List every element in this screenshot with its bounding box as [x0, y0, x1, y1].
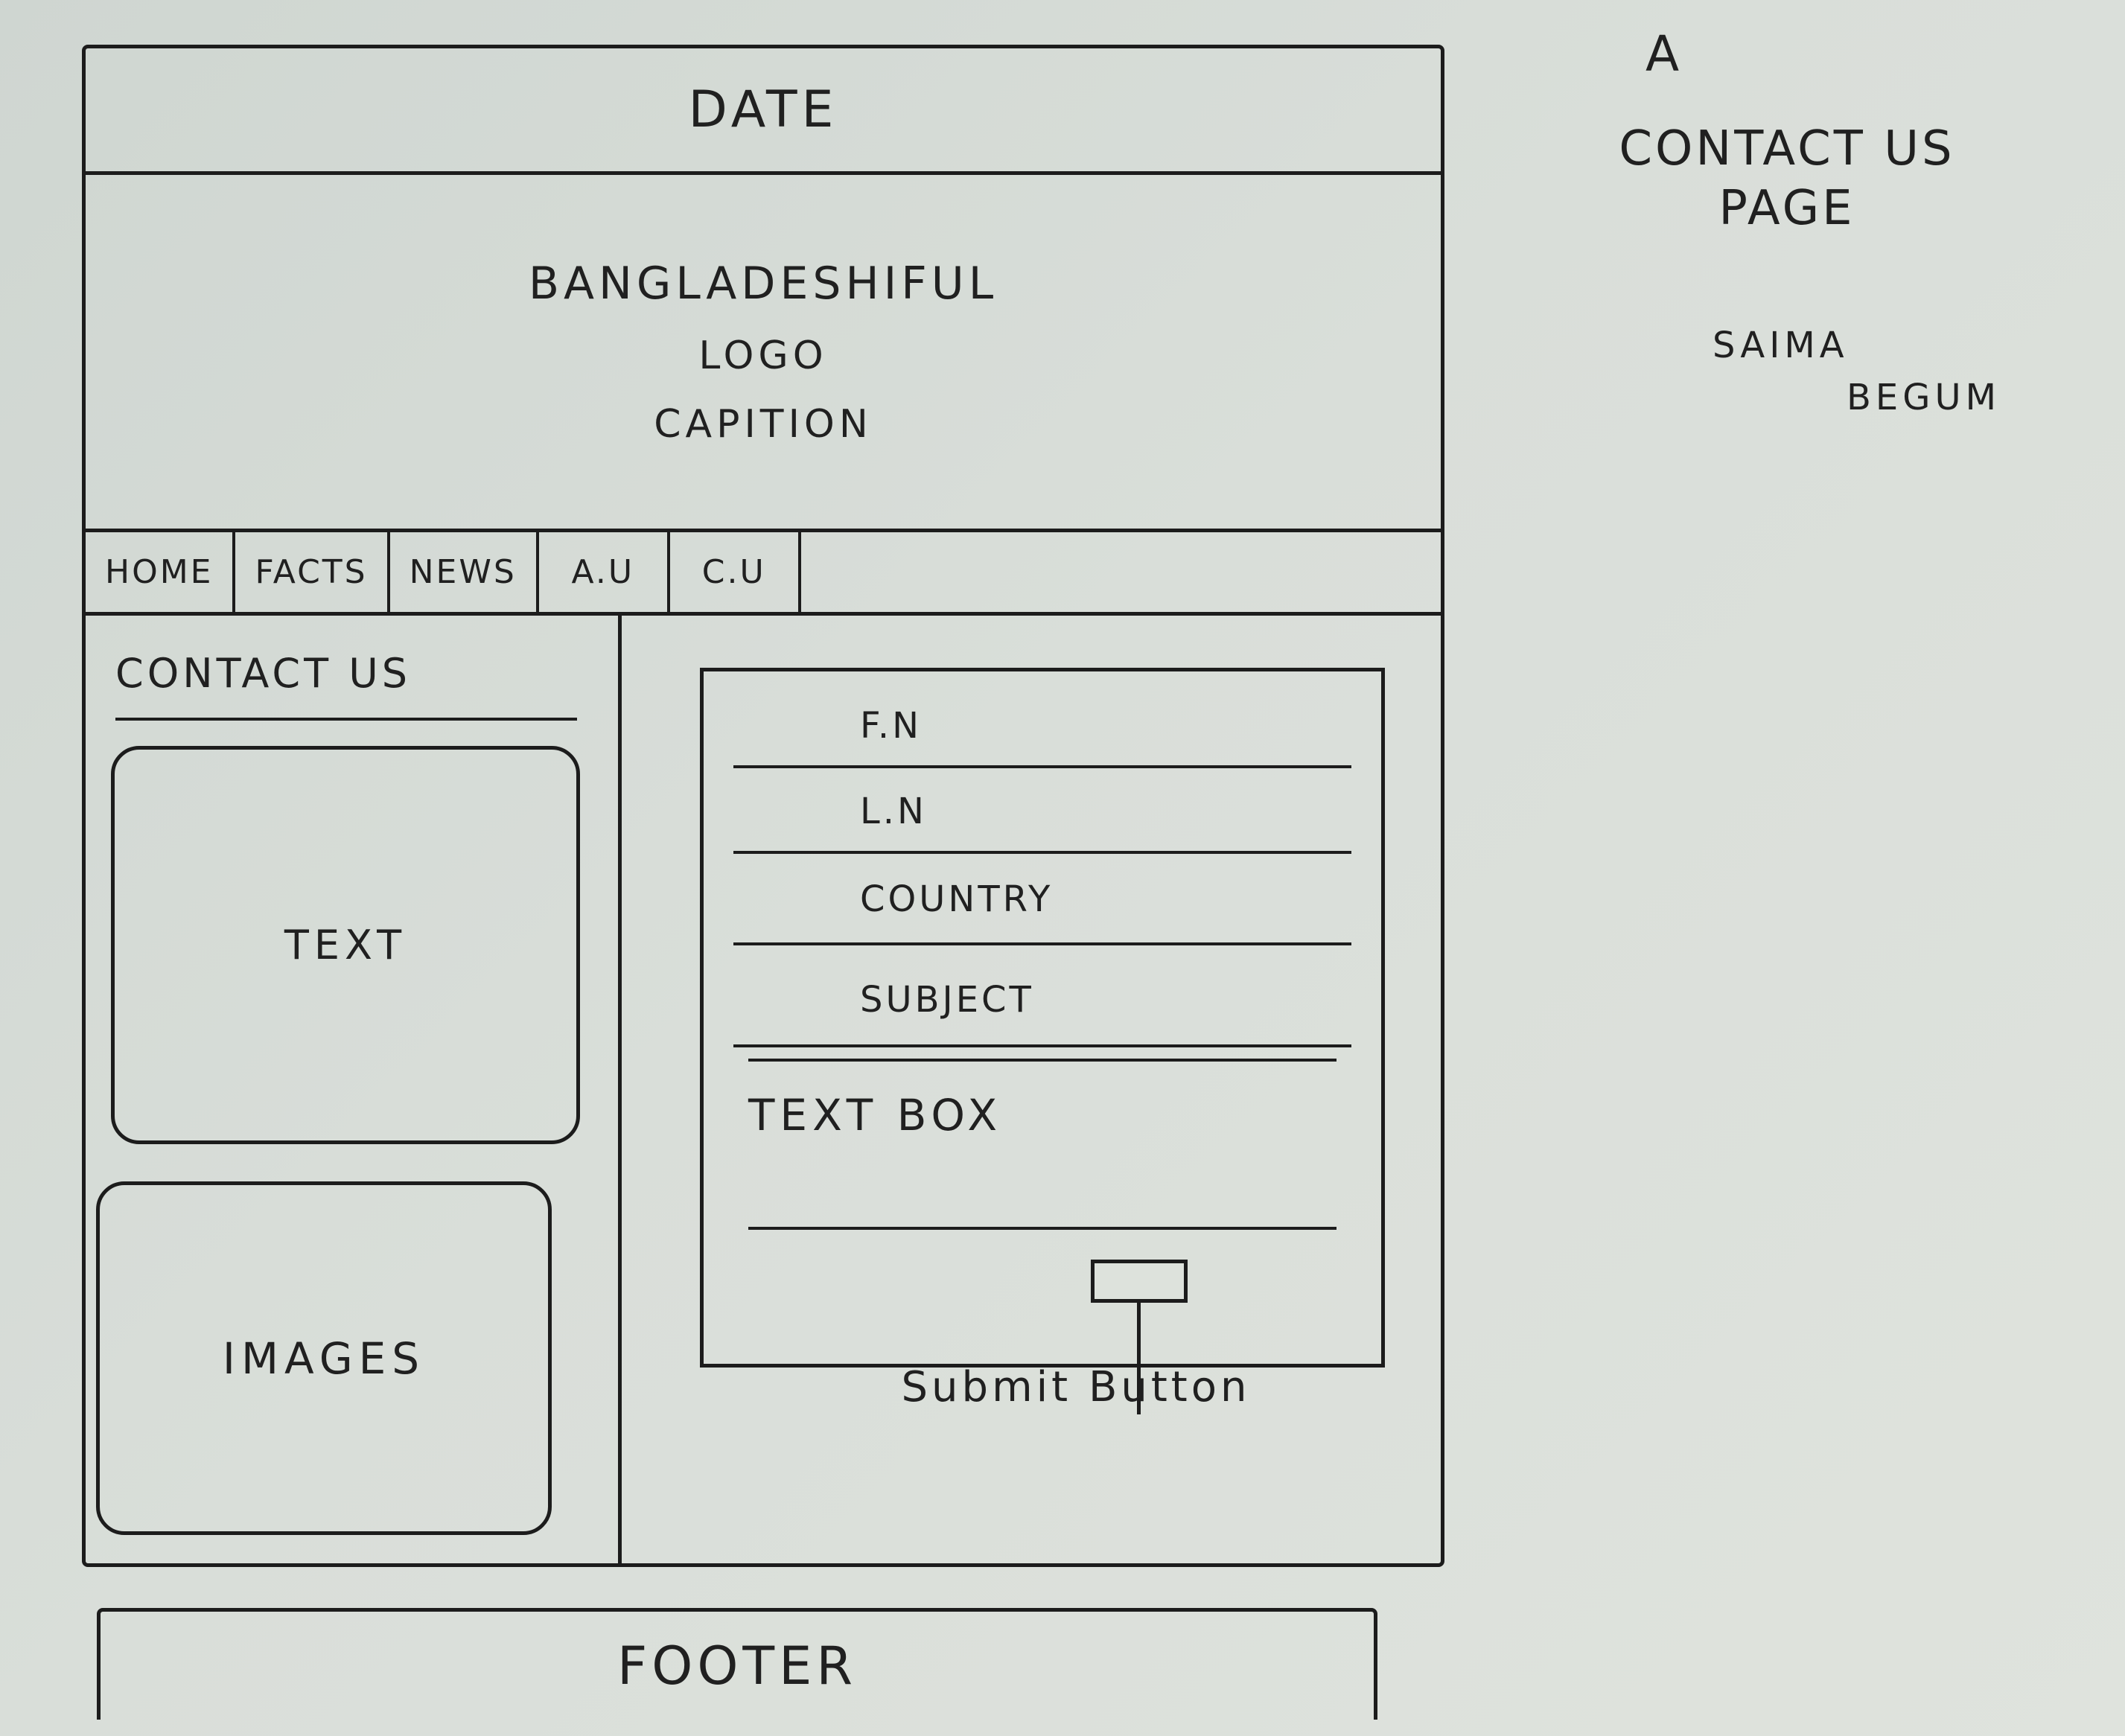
submit-button-label: Submit Button	[901, 1363, 1251, 1411]
brand-title: BANGLADESHIFUL	[528, 257, 998, 310]
nav-home[interactable]: HOME	[86, 532, 236, 612]
contact-form: F.N L.N COUNTRY SUBJECT TEXT BOX	[700, 668, 1385, 1414]
page-title-line-1: CONTACT US	[1619, 121, 1955, 176]
author-note: SAIMA BEGUM	[1713, 320, 2025, 424]
main-content: CONTACT US TEXT IMAGES F.N L.N COUNTRY S…	[86, 616, 1441, 1567]
subject-field[interactable]: SUBJECT	[733, 954, 1351, 1047]
page-title-note: CONTACT US PAGE	[1593, 119, 1981, 238]
nav-about-us[interactable]: A.U	[539, 532, 670, 612]
submit-callout-line	[1137, 1303, 1141, 1414]
author-first-name: SAIMA	[1713, 325, 1849, 366]
country-field[interactable]: COUNTRY	[733, 856, 1351, 945]
author-last-name: BEGUM	[1847, 376, 2001, 418]
first-name-field[interactable]: F.N	[733, 686, 1351, 768]
left-sidebar: CONTACT US TEXT IMAGES	[86, 616, 622, 1567]
nav-contact-us[interactable]: C.U	[670, 532, 801, 612]
navigation-bar: HOME FACTS NEWS A.U C.U	[86, 532, 1441, 616]
images-placeholder: IMAGES	[96, 1181, 552, 1535]
text-placeholder: TEXT	[111, 746, 580, 1144]
logo-placeholder: LOGO	[698, 333, 828, 378]
page-title-line-2: PAGE	[1718, 181, 1855, 236]
submit-button[interactable]	[1091, 1260, 1188, 1303]
footer: FOOTER	[97, 1608, 1377, 1720]
page-notes: A CONTACT US PAGE SAIMA BEGUM	[1593, 30, 2055, 447]
site-header: BANGLADESHIFUL LOGO CAPITION	[86, 175, 1441, 532]
contact-us-heading: CONTACT US	[115, 650, 577, 721]
date-label: DATE	[688, 80, 838, 139]
contact-form-column: F.N L.N COUNTRY SUBJECT TEXT BOX Submit …	[640, 616, 1441, 1567]
last-name-field[interactable]: L.N	[733, 772, 1351, 854]
nav-facts[interactable]: FACTS	[235, 532, 390, 612]
header-caption: CAPITION	[654, 401, 873, 447]
note-symbol: A	[1645, 25, 1680, 83]
date-area: DATE	[86, 48, 1441, 175]
nav-news[interactable]: NEWS	[390, 532, 539, 612]
contact-page-wireframe: DATE BANGLADESHIFUL LOGO CAPITION HOME F…	[82, 45, 1444, 1567]
message-text-box[interactable]: TEXT BOX	[748, 1059, 1337, 1230]
